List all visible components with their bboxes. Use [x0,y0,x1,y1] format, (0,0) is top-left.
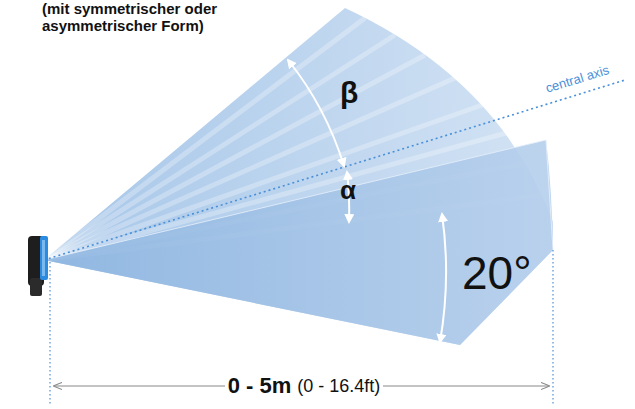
range-label: (0 - 16.4ft) [294,377,383,397]
angle-label: 20° [462,248,532,299]
detection-fan [44,8,553,345]
angle-label: β [340,76,358,109]
sensor-device [28,236,48,296]
angle-label: α [340,176,356,205]
dimension-extension [552,250,553,404]
central-axis-line [44,80,625,260]
fan-lower-face [44,140,553,345]
dimension-extension [49,262,50,404]
range-label: 0 - 5m [225,374,295,398]
shape-note: (mit symmetrischer oder asymmetrischer F… [42,1,247,34]
beta-arc [288,60,344,166]
twenty-degree-arc [440,214,446,342]
axis-label: central axis [544,63,611,96]
fan-edge [44,140,553,260]
